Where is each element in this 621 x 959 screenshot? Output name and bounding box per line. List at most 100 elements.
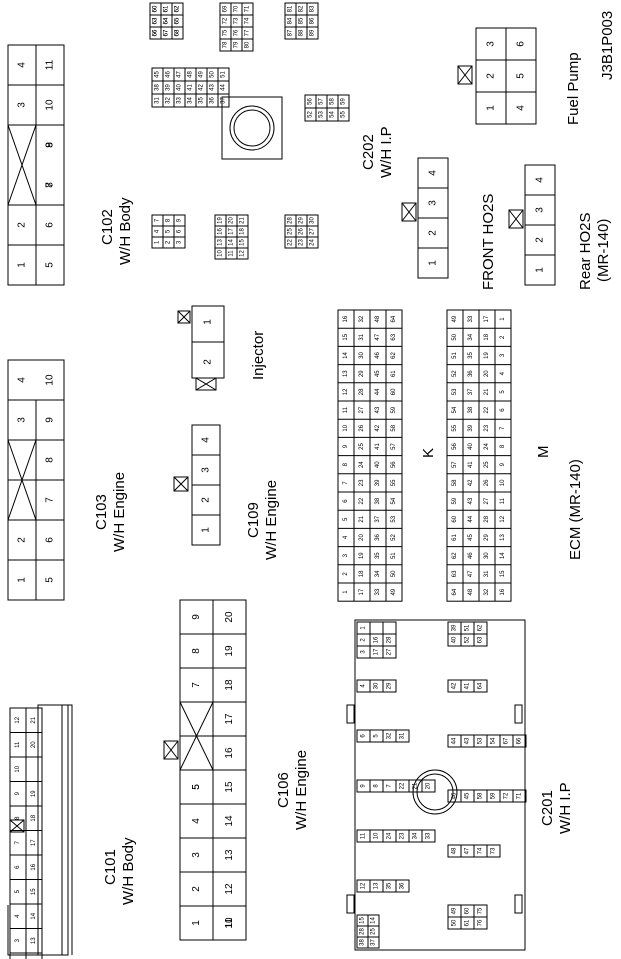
pin-number: 86 — [310, 17, 316, 24]
pin-number: 43 — [375, 406, 381, 413]
pin-number: 31 — [155, 97, 161, 104]
pin-number: 62 — [175, 5, 181, 12]
connector-outline — [447, 679, 488, 693]
pin-number: 23 — [484, 424, 490, 431]
pin-number: 50 — [452, 333, 458, 340]
pin-number: 24 — [310, 239, 316, 246]
pin-number: 17 — [359, 588, 365, 595]
pin-number: 68 — [175, 29, 181, 36]
pin-number: 28 — [288, 217, 294, 224]
pin-number: 36 — [400, 882, 406, 889]
label-c109: C109 W/H Engine — [245, 480, 280, 560]
pin-number: 33 — [426, 832, 432, 839]
pin-number: 35 — [468, 352, 474, 359]
svg-text:Rear HO2S: Rear HO2S — [577, 212, 594, 290]
pin-number: 53 — [478, 737, 484, 744]
pin-number: 67 — [164, 29, 170, 36]
pin-number: 12 — [15, 716, 21, 723]
pin-number: 2 — [191, 886, 202, 892]
pin-number: 30 — [374, 682, 380, 689]
divider — [163, 740, 179, 760]
divider — [457, 65, 473, 85]
pin-number: 67 — [164, 29, 170, 36]
pin-number: 7 — [500, 426, 506, 430]
pin-number: 4 — [500, 371, 506, 375]
pin-number: 49 — [199, 71, 205, 78]
pin-number: 76 — [234, 29, 240, 36]
lock-tab — [9, 819, 25, 833]
pin-number: 1 — [486, 105, 497, 111]
pin-number: 3 — [535, 207, 546, 213]
pin-number: 32 — [359, 315, 365, 322]
pin-number: 9 — [500, 462, 506, 466]
pin-number: 54 — [491, 737, 497, 744]
pin-number: 16 — [224, 747, 235, 759]
pin-number: 1 — [535, 267, 546, 273]
pin-number: 43 — [210, 84, 216, 91]
pin-number: 55 — [452, 424, 458, 431]
svg-text:C109: C109 — [245, 502, 262, 538]
pin-number: 21 — [359, 515, 365, 522]
pin-number: 51 — [452, 352, 458, 359]
pin-number: 12 — [361, 882, 367, 889]
pin-number: 21 — [31, 716, 37, 723]
pin-number: 3 — [201, 467, 212, 473]
pin-number: 60 — [452, 515, 458, 522]
pin-number: 78 — [223, 41, 229, 48]
pin-number: 1 — [343, 590, 349, 594]
pin-number: 10 — [45, 374, 56, 386]
pin-number: 1 — [203, 319, 214, 325]
pin-number: 8 — [191, 648, 202, 654]
pin-number: 56 — [391, 461, 397, 468]
pin-number: 39 — [166, 84, 172, 91]
label-c101: C101 W/H Body — [102, 837, 137, 905]
pin-number: 15 — [224, 781, 235, 793]
pin-number: 5 — [45, 577, 56, 583]
pin-number: 4 — [428, 170, 439, 176]
pin-number: 85 — [299, 17, 305, 24]
pin-number: 52 — [452, 370, 458, 377]
pin-number: 61 — [391, 370, 397, 377]
pin-number: 18 — [224, 679, 235, 691]
pin-number: 24 — [387, 832, 393, 839]
pin-number: 44 — [452, 737, 458, 744]
pin-number: 8 — [45, 457, 56, 463]
pin-number: 16 — [374, 636, 380, 643]
pin-number: 27 — [310, 228, 316, 235]
pin-number: 19 — [224, 645, 235, 657]
pin-number: 3 — [191, 852, 202, 858]
svg-text:(MR-140): (MR-140) — [595, 219, 612, 282]
pin-number: 17 — [31, 839, 37, 846]
pin-number: 32 — [166, 97, 172, 104]
pin-number: 44 — [468, 515, 474, 522]
connector-outline — [7, 359, 65, 401]
pin-number: 10 — [500, 479, 506, 486]
pin-number: 10 — [343, 424, 349, 431]
pin-number: 82 — [299, 5, 305, 12]
pin-number: 43 — [468, 497, 474, 504]
pin-number: 59 — [491, 792, 497, 799]
pin-number: 32 — [387, 732, 393, 739]
pin-number: 11 — [343, 406, 349, 413]
pin-number: 49 — [391, 588, 397, 595]
svg-text:W/H I.P: W/H I.P — [557, 782, 574, 834]
pin-number: 28 — [360, 928, 366, 935]
pin-number: 50 — [452, 919, 458, 926]
pin-number: 58 — [330, 98, 336, 105]
pin-number: 38 — [360, 939, 366, 946]
svg-text:W/H Body: W/H Body — [117, 197, 134, 265]
pin-number: 4 — [15, 914, 21, 918]
pin-number: 25 — [484, 461, 490, 468]
pin-number: 7 — [387, 784, 393, 788]
pin-number: 45 — [155, 71, 161, 78]
connector-outline — [284, 214, 319, 249]
pin-number: 42 — [452, 682, 458, 689]
center-boss-ring — [229, 105, 275, 151]
pin-number: 2 — [428, 230, 439, 236]
pin-number: 76 — [478, 919, 484, 926]
pin-number: 52 — [308, 111, 314, 118]
pin-number: 38 — [375, 497, 381, 504]
pin-number: 27 — [359, 406, 365, 413]
